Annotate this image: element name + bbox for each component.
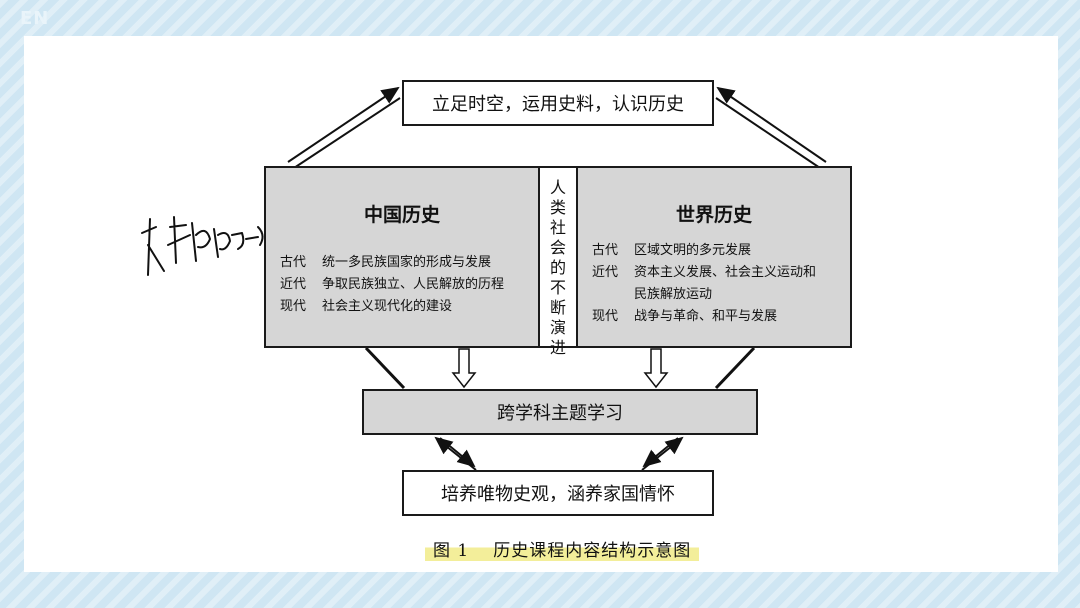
china-row: 现代社会主义现代化的建设 [280, 296, 504, 318]
vertical-char: 人 [549, 178, 566, 197]
arrow-up-right [716, 86, 827, 163]
china-history-title: 中国历史 [363, 204, 440, 226]
arrow-up-left-bottom [434, 436, 477, 471]
cross-discipline-box: 跨学科主题学习 [362, 389, 758, 435]
world-row: 古代区域文明的多元发展 [592, 240, 816, 262]
vertical-char: 社 [549, 218, 566, 237]
arrow-down-left [439, 437, 476, 468]
row-text: 民族解放运动 [634, 287, 713, 302]
period-label: 古代 [592, 243, 619, 258]
hollow-arrow-right [643, 348, 669, 389]
figure-caption: 图 1 历史课程内容结构示意图 [425, 536, 700, 561]
period-label: 近代 [592, 265, 619, 280]
period-label [592, 284, 634, 306]
figure-number: 图 1 [433, 541, 470, 561]
arrow-line-right [715, 97, 821, 169]
diag-bottom-left [364, 346, 406, 390]
center-vertical-text: 人 类 社 会 的 不 断 演 进 [540, 178, 576, 358]
period-label: 古代 [280, 255, 307, 270]
arrow-line-left [293, 97, 401, 169]
vertical-char: 类 [549, 198, 566, 217]
china-row: 古代统一多民族国家的形成与发展 [280, 252, 504, 274]
world-history-panel: 世界历史 古代区域文明的多元发展 近代资本主义发展、社会主义运动和 民族解放运动… [576, 166, 852, 348]
world-row: 现代战争与革命、和平与发展 [592, 306, 816, 328]
period-label: 近代 [280, 277, 307, 292]
figure-title: 历史课程内容结构示意图 [493, 541, 692, 561]
world-history-rows: 古代区域文明的多元发展 近代资本主义发展、社会主义运动和 民族解放运动 现代战争… [592, 240, 816, 328]
hollow-arrow-left [451, 348, 477, 389]
row-text: 战争与革命、和平与发展 [634, 309, 778, 324]
vertical-char: 的 [549, 258, 566, 277]
period-label: 现代 [280, 299, 307, 314]
period-label: 现代 [592, 309, 619, 324]
row-text: 争取民族独立、人民解放的历程 [322, 277, 505, 292]
row-text: 社会主义现代化的建设 [322, 299, 453, 314]
vertical-char: 断 [549, 298, 566, 317]
row-text: 资本主义发展、社会主义运动和 [634, 265, 817, 280]
china-history-rows: 古代统一多民族国家的形成与发展 近代争取民族独立、人民解放的历程 现代社会主义现… [280, 252, 504, 318]
world-history-title: 世界历史 [675, 204, 752, 226]
top-goal-box: 立足时空，运用史料，认识历史 [402, 80, 714, 126]
vertical-char: 会 [549, 238, 566, 257]
vertical-char: 不 [549, 278, 566, 297]
row-text: 统一多民族国家的形成与发展 [322, 255, 492, 270]
world-row: 近代资本主义发展、社会主义运动和 [592, 262, 816, 284]
arrow-down-right [642, 437, 679, 468]
arrow-up-left [287, 86, 400, 163]
diag-bottom-right [714, 346, 756, 390]
row-text: 区域文明的多元发展 [634, 243, 752, 258]
watermark-logo: EN [20, 8, 50, 29]
handwritten-annotation [141, 216, 264, 276]
center-vertical-box: 人 类 社 会 的 不 断 演 进 [538, 166, 578, 357]
vertical-char: 进 [549, 338, 566, 357]
arrow-up-right-bottom [641, 436, 684, 471]
china-history-panel: 中国历史 古代统一多民族国家的形成与发展 近代争取民族独立、人民解放的历程 现代… [264, 166, 540, 348]
china-row: 近代争取民族独立、人民解放的历程 [280, 274, 504, 296]
vertical-char: 演 [549, 318, 566, 337]
bottom-goal-box: 培养唯物史观，涵养家国情怀 [402, 470, 714, 516]
world-row: 民族解放运动 [592, 284, 816, 306]
